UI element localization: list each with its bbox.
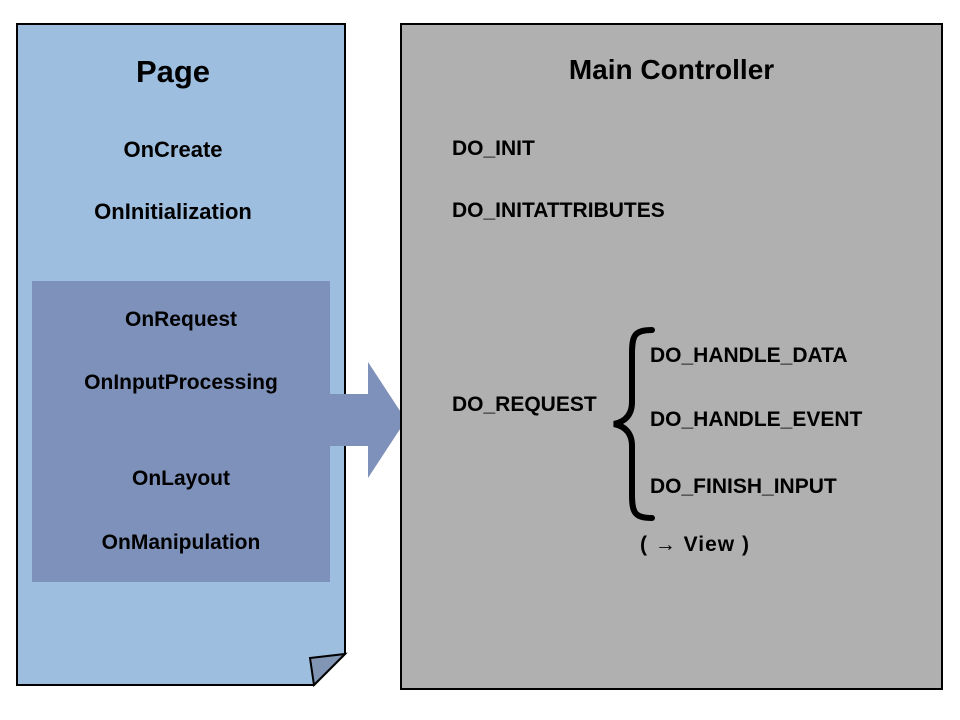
controller-substep-do-finish-input: DO_FINISH_INPUT <box>650 475 837 498</box>
controller-panel-title: Main Controller <box>568 54 775 85</box>
brace-path <box>613 327 655 521</box>
page-method-oninputprocessing: OnInputProcessing <box>84 371 278 394</box>
controller-step-do-request: DO_REQUEST <box>452 393 597 416</box>
page-method-onrequest: OnRequest <box>124 308 237 331</box>
arrow-right-icon <box>326 362 406 478</box>
page-panel-title: Page <box>135 54 211 89</box>
controller-step-do-init: DO_INIT <box>452 137 535 160</box>
curly-brace-icon <box>613 327 655 521</box>
controller-substep-do-handle-event: DO_HANDLE_EVENT <box>650 408 863 431</box>
page-method-oninitialization: OnInitialization <box>94 199 252 224</box>
controller-panel <box>400 23 943 690</box>
controller-view-note: ( → View ) <box>640 533 750 556</box>
page-method-onlayout: OnLayout <box>132 467 230 490</box>
page-method-oncreate: OnCreate <box>123 137 223 162</box>
arrow-right-shape <box>326 362 406 478</box>
controller-substep-do-handle-data: DO_HANDLE_DATA <box>650 344 848 367</box>
page-fold-corner <box>308 652 348 688</box>
page-inner-highlight-box <box>32 281 330 582</box>
page-method-onmanipulation: OnManipulation <box>101 531 261 554</box>
controller-step-do-initattributes: DO_INITATTRIBUTES <box>452 199 665 222</box>
